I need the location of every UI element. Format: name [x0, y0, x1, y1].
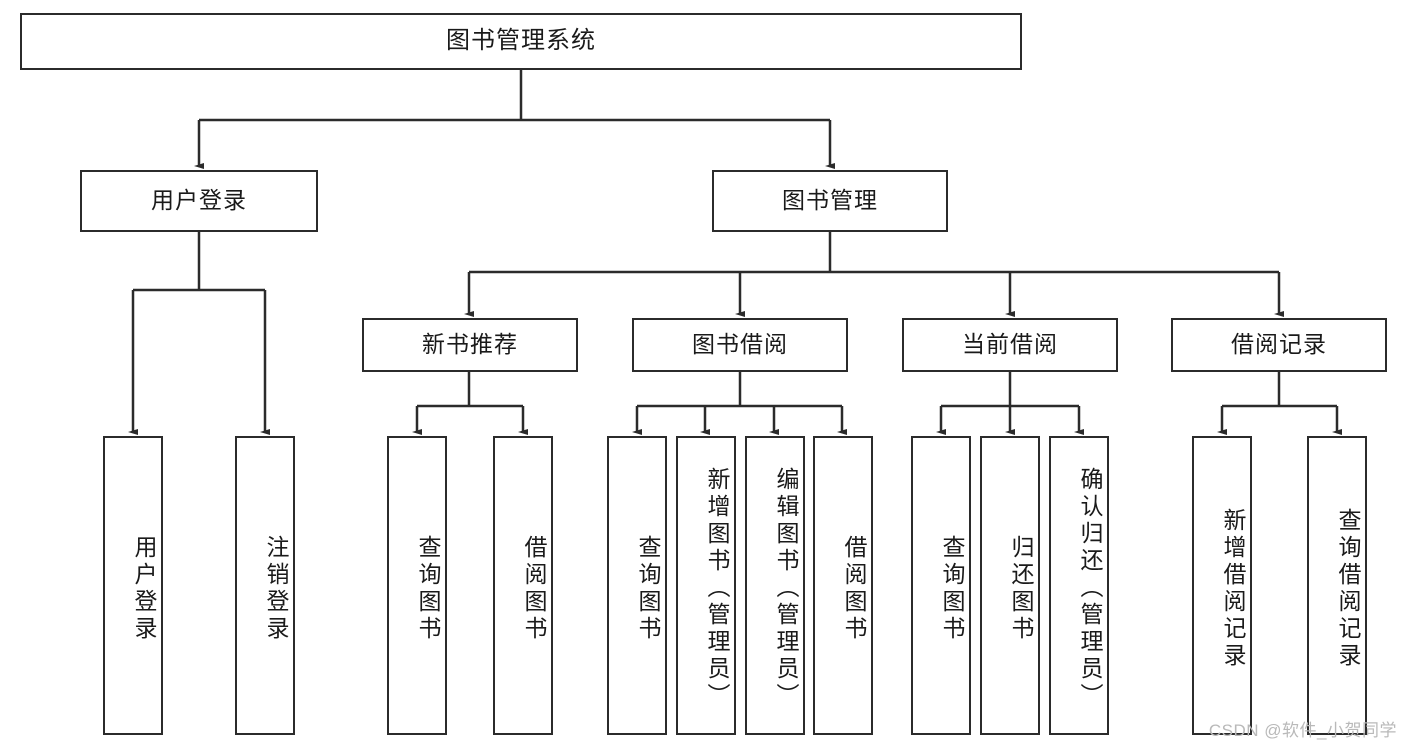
leaf-label: 新增借阅记录	[1220, 507, 1246, 670]
leaf-label: 查询图书	[415, 534, 441, 643]
leaf-label: 借阅图书	[521, 534, 547, 643]
leaf-label: 查询借阅记录	[1335, 507, 1361, 670]
node-leaf-query-book-1[interactable]: 查询图书	[387, 436, 447, 735]
node-leaf-user-login[interactable]: 用户登录	[103, 436, 163, 735]
leaf-label: 编辑图书（管理员）	[773, 467, 799, 710]
leaf-label: 借阅图书	[841, 534, 867, 643]
node-leaf-borrow-book-1[interactable]: 借阅图书	[493, 436, 553, 735]
leaf-label: 查询图书	[939, 534, 965, 643]
node-root-system[interactable]: 图书管理系统	[20, 13, 1022, 70]
node-user-login[interactable]: 用户登录	[80, 170, 318, 232]
leaf-label: 新增图书（管理员）	[704, 467, 730, 710]
node-leaf-edit-book[interactable]: 编辑图书（管理员）	[745, 436, 805, 735]
node-leaf-query-book-3[interactable]: 查询图书	[911, 436, 971, 735]
node-leaf-add-book[interactable]: 新增图书（管理员）	[676, 436, 736, 735]
node-leaf-add-record[interactable]: 新增借阅记录	[1192, 436, 1252, 735]
leaf-label: 确认归还（管理员）	[1077, 467, 1103, 710]
node-leaf-confirm-return[interactable]: 确认归还（管理员）	[1049, 436, 1109, 735]
node-leaf-return-book[interactable]: 归还图书	[980, 436, 1040, 735]
node-leaf-borrow-book-2[interactable]: 借阅图书	[813, 436, 873, 735]
node-leaf-query-book-2[interactable]: 查询图书	[607, 436, 667, 735]
leaf-label: 查询图书	[635, 534, 661, 643]
node-book-manage[interactable]: 图书管理	[712, 170, 948, 232]
node-new-book-recommend[interactable]: 新书推荐	[362, 318, 578, 372]
leaf-label: 用户登录	[131, 534, 157, 643]
csdn-watermark: CSDN @软件_小贺同学	[1208, 721, 1397, 740]
node-current-borrow[interactable]: 当前借阅	[902, 318, 1118, 372]
leaf-label: 归还图书	[1008, 534, 1034, 643]
leaf-label: 注销登录	[263, 534, 289, 643]
node-leaf-logout[interactable]: 注销登录	[235, 436, 295, 735]
node-book-borrow[interactable]: 图书借阅	[632, 318, 848, 372]
node-borrow-record[interactable]: 借阅记录	[1171, 318, 1387, 372]
node-leaf-query-record[interactable]: 查询借阅记录	[1307, 436, 1367, 735]
